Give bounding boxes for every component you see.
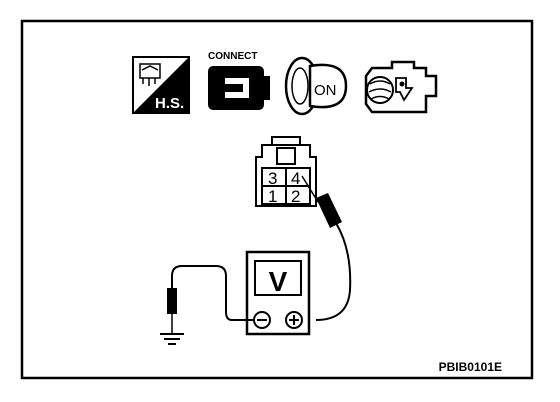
figure-code: PBIB0101E [439, 360, 502, 374]
connector-pin-2: 2 [291, 187, 300, 206]
hood-switch-label: H.S. [155, 95, 184, 112]
voltmeter-label: V [269, 266, 288, 297]
negative-probe [167, 265, 254, 334]
connect-label: CONNECT [208, 51, 257, 62]
hood-switch-icon: H.S. [132, 56, 190, 114]
negative-terminal-icon [253, 311, 271, 329]
ignition-on-icon: ON [284, 56, 348, 116]
harness-connector: 3 4 1 2 [255, 136, 317, 207]
ground-icon [160, 333, 184, 345]
connector-pin-1: 1 [268, 187, 277, 206]
engine-icon [364, 60, 438, 114]
connector-pin-3: 3 [268, 169, 277, 188]
ignition-on-label: ON [314, 82, 337, 99]
positive-terminal-icon [285, 311, 303, 329]
connect-icon: CONNECT [208, 51, 270, 110]
positive-probe [301, 175, 352, 321]
voltmeter: V [245, 250, 311, 336]
connector-pin-4: 4 [291, 169, 300, 188]
